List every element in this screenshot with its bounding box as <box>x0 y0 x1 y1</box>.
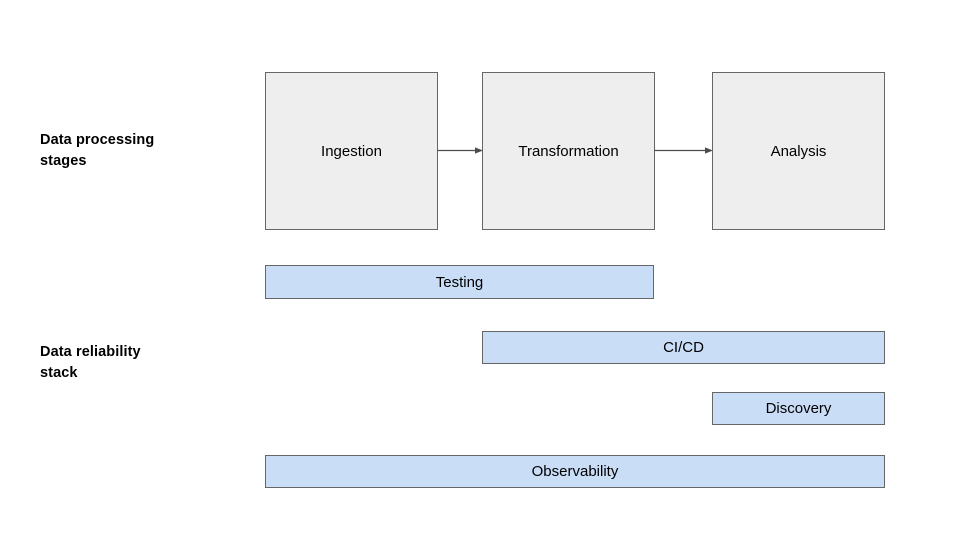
stack-bar-discovery[interactable]: Discovery <box>712 392 885 425</box>
stack-bar-testing[interactable]: Testing <box>265 265 654 299</box>
row-label-data-processing-stages: Data processing stages <box>40 132 155 169</box>
row-label-data-reliability-stack: Data reliability stack <box>40 344 141 381</box>
arrow-icon-ingestion-to-transformation <box>437 147 483 154</box>
stack-bar-ci-cd[interactable]: CI/CD <box>482 331 885 364</box>
stage-box-ingestion[interactable]: Ingestion <box>265 72 438 230</box>
arrow-icon-transformation-to-analysis <box>654 147 713 154</box>
stage-box-analysis[interactable]: Analysis <box>712 72 885 230</box>
stage-box-transformation[interactable]: Transformation <box>482 72 655 230</box>
stack-bar-observability[interactable]: Observability <box>265 455 885 488</box>
